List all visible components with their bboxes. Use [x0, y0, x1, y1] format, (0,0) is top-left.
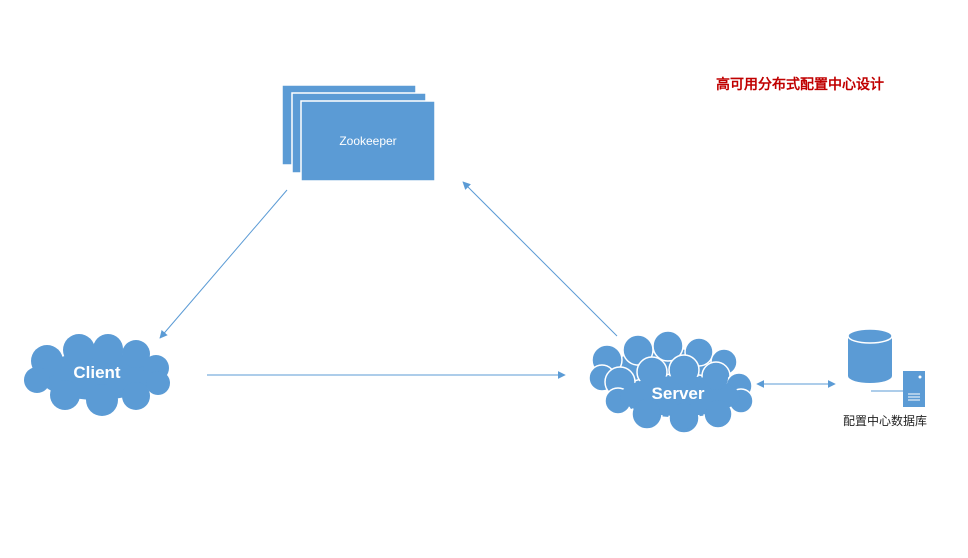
- zookeeper-label: Zookeeper: [339, 134, 397, 148]
- database-label: 配置中心数据库: [842, 414, 927, 428]
- client-cloud: [24, 334, 170, 416]
- zookeeper-box-front: [300, 100, 436, 182]
- server-cloud: [588, 330, 754, 434]
- server-label: Server: [651, 384, 705, 403]
- zookeeper-node: [281, 84, 436, 182]
- server-tower-icon: [871, 371, 925, 407]
- edge-server-to-zookeeper: [462, 181, 618, 337]
- edge-zookeeper-to-client: [159, 189, 288, 339]
- database-icon: [847, 328, 893, 383]
- diagram-title: 高可用分布式配置中心设计: [716, 77, 884, 93]
- client-label: Client: [73, 363, 121, 382]
